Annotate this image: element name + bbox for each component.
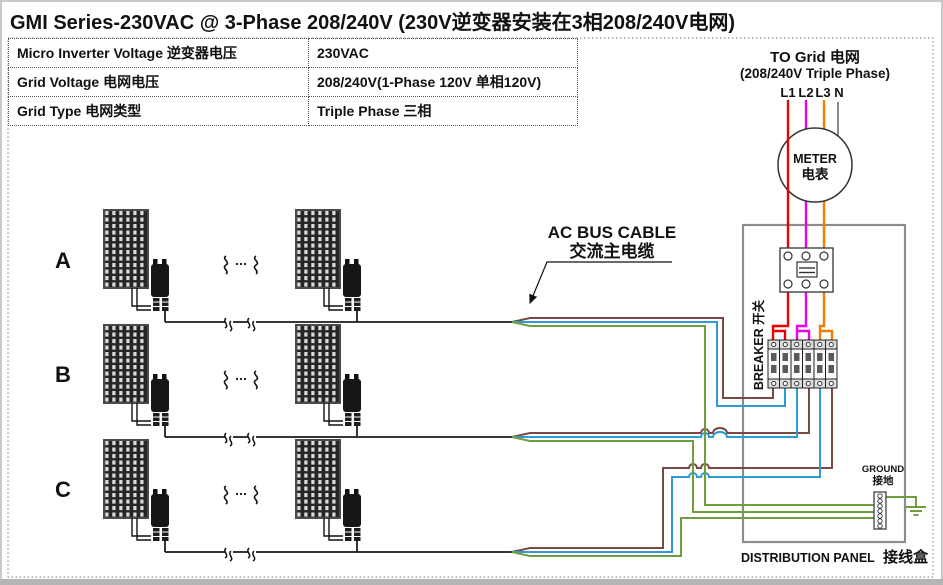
row-label-c: C [55, 477, 71, 502]
bus-break-mark [224, 430, 234, 447]
bus-cable-brown-wires [511, 317, 833, 553]
pv-unit [103, 439, 170, 553]
spec-label: Grid Voltage 电网电压 [8, 67, 309, 97]
meter-label-en: METER [793, 152, 837, 166]
ac-bus-cable-label-en: AC BUS CABLE [548, 223, 676, 242]
phase-label-l1: L1 [780, 85, 795, 100]
page-title: GMI Series-230VAC @ 3-Phase 208/240V (23… [10, 12, 736, 34]
spec-label: Micro Inverter Voltage 逆变器电压 [8, 38, 309, 68]
breaker-label: BREAKER 开关 [751, 299, 766, 390]
bus-break-mark [224, 315, 234, 332]
row-label-b: B [55, 362, 71, 387]
pv-unit [295, 209, 362, 323]
repeat-mark [223, 485, 259, 505]
bus-break-mark [224, 545, 234, 562]
ac-bus-trunk [165, 321, 512, 553]
spec-value: 230VAC [308, 38, 578, 68]
to-grid-heading: TO Grid 电网 [770, 48, 860, 66]
pv-unit [295, 439, 362, 553]
repeat-mark [223, 370, 259, 390]
meter-label-zh: 电表 [802, 166, 830, 182]
distribution-panel-label-en: DISTRIBUTION PANEL [741, 551, 875, 565]
page-bottom-edge [0, 579, 943, 585]
meter-circle [777, 127, 853, 203]
branch-breakers [767, 339, 838, 389]
ac-bus-cable-label-zh: 交流主电缆 [570, 241, 655, 261]
pv-unit [103, 324, 170, 438]
pv-unit [103, 209, 170, 323]
ground-bus-bar [873, 491, 887, 530]
table-row: Micro Inverter Voltage 逆变器电压 230VAC [8, 38, 578, 68]
spec-table: Micro Inverter Voltage 逆变器电压 230VAC Grid… [8, 38, 578, 126]
bus-cable-blue-wires [512, 321, 821, 553]
bus-break-mark [247, 430, 257, 447]
table-row: Grid Voltage 电网电压 208/240V(1-Phase 120V … [8, 67, 578, 97]
spec-value: 208/240V(1-Phase 120V 单相120V) [308, 67, 578, 97]
to-grid-subheading: (208/240V Triple Phase) [740, 66, 890, 81]
distribution-panel-label: DISTRIBUTION PANEL 接线盒 [741, 548, 929, 566]
bus-break-mark [247, 315, 257, 332]
pv-unit [295, 324, 362, 438]
phase-label-n: N [834, 85, 843, 100]
ground-label-en: GROUND [862, 464, 904, 475]
repeat-mark [223, 255, 259, 275]
distribution-panel-label-zh: 接线盒 [883, 548, 929, 566]
row-label-a: A [55, 248, 71, 273]
spec-value: Triple Phase 三相 [308, 96, 578, 126]
callout-leader-line [529, 261, 672, 305]
phase-label-l2: L2 [798, 85, 813, 100]
main-breaker [779, 247, 834, 293]
table-row: Grid Type 电网类型 Triple Phase 三相 [8, 96, 578, 126]
spec-label: Grid Type 电网类型 [8, 96, 309, 126]
bus-cable-ground-wires [511, 321, 926, 557]
bus-break-mark [247, 545, 257, 562]
phase-label-l3: L3 [815, 85, 830, 100]
ground-label-zh: 接地 [873, 474, 894, 487]
wire-l1 [771, 100, 790, 340]
